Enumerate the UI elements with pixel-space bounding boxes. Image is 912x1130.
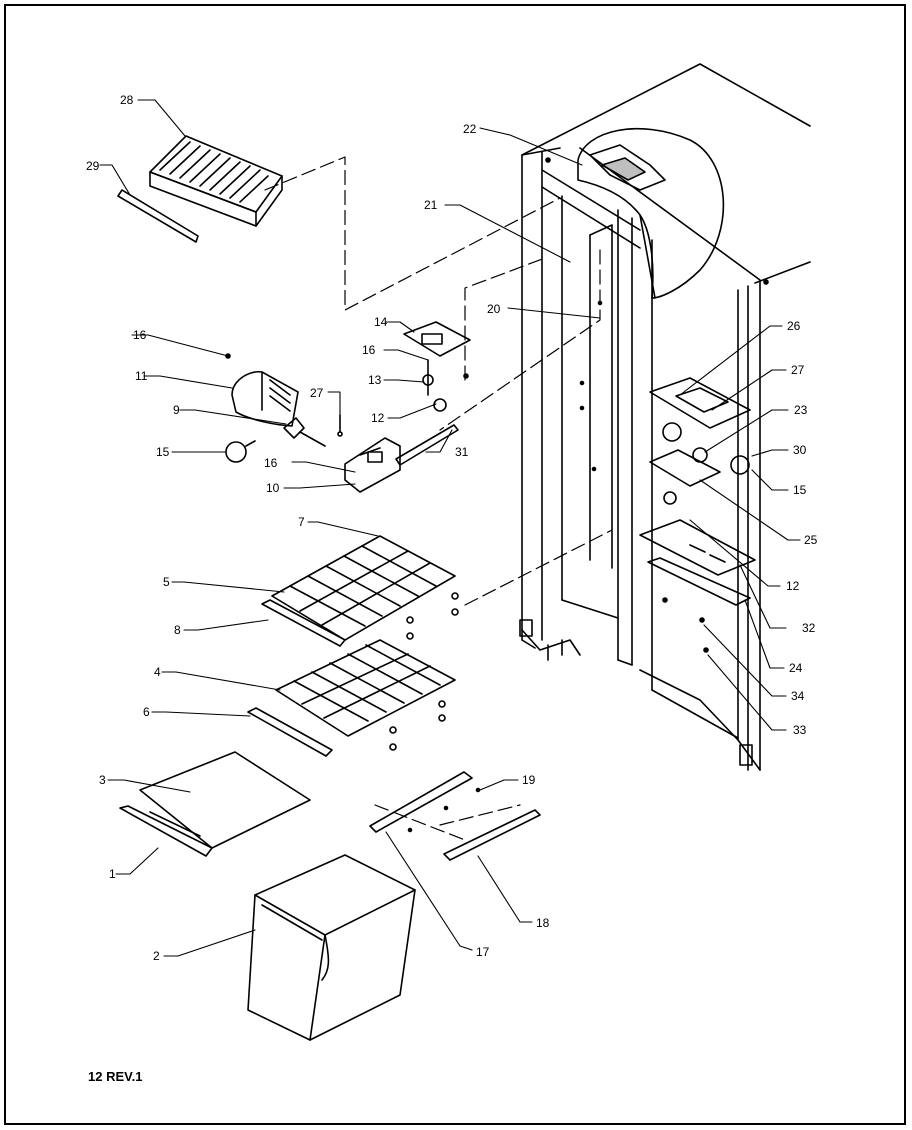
callout-23: 23 [794, 403, 808, 417]
callout-11: 11 [135, 369, 148, 383]
lower-wire-shelf [247, 639, 456, 757]
callout-6: 6 [143, 705, 150, 719]
callout-26: 26 [787, 319, 801, 333]
callout-16-c: 16 [264, 456, 278, 470]
air-duct-cover-drawing [577, 127, 725, 299]
callout-24: 24 [789, 661, 803, 675]
callout-32: 32 [802, 621, 816, 635]
pan-slides [369, 771, 541, 861]
light-control-assembly [225, 321, 471, 493]
callout-5: 5 [163, 575, 170, 589]
callout-3: 3 [99, 773, 106, 787]
cabinet-liner [519, 63, 811, 771]
callout-19: 19 [522, 773, 536, 787]
leader-lines [99, 99, 801, 957]
upper-wire-shelf [261, 535, 459, 647]
revision-note: 12 REV.1 [88, 1069, 143, 1084]
callout-4: 4 [154, 665, 161, 679]
callout-13: 13 [368, 373, 382, 387]
callout-12-a: 12 [371, 411, 385, 425]
callout-34: 34 [791, 689, 805, 703]
callout-20: 20 [487, 302, 501, 316]
callout-27-a: 27 [310, 386, 324, 400]
crisper-pan-drawing [247, 854, 416, 1041]
callout-10: 10 [266, 481, 280, 495]
callout-33: 33 [793, 723, 807, 737]
callout-18: 18 [536, 916, 550, 930]
callout-9: 9 [173, 403, 180, 417]
assembly-dashed-lines [264, 156, 613, 841]
callout-8: 8 [174, 623, 181, 637]
callout-15-a: 15 [156, 445, 170, 459]
callout-2: 2 [153, 949, 160, 963]
callout-14: 14 [374, 315, 388, 329]
callout-16-a: 16 [133, 328, 147, 342]
callout-30: 30 [793, 443, 807, 457]
callout-12-b: 12 [786, 579, 800, 593]
callout-25: 25 [804, 533, 818, 547]
callout-28: 28 [120, 93, 134, 107]
callout-1: 1 [109, 867, 116, 881]
callout-7: 7 [298, 515, 305, 529]
ice-bin-drawing [117, 135, 283, 243]
callout-16-b: 16 [362, 343, 376, 357]
callout-22: 22 [463, 122, 477, 136]
callout-21: 21 [424, 198, 438, 212]
callout-29: 29 [86, 159, 100, 173]
callout-15-b: 15 [793, 483, 807, 497]
crisper-cover-drawing [119, 751, 311, 857]
callout-31: 31 [455, 445, 469, 459]
callout-27-b: 27 [791, 363, 805, 377]
right-light-housing-group [579, 300, 756, 653]
callout-17: 17 [476, 945, 490, 959]
